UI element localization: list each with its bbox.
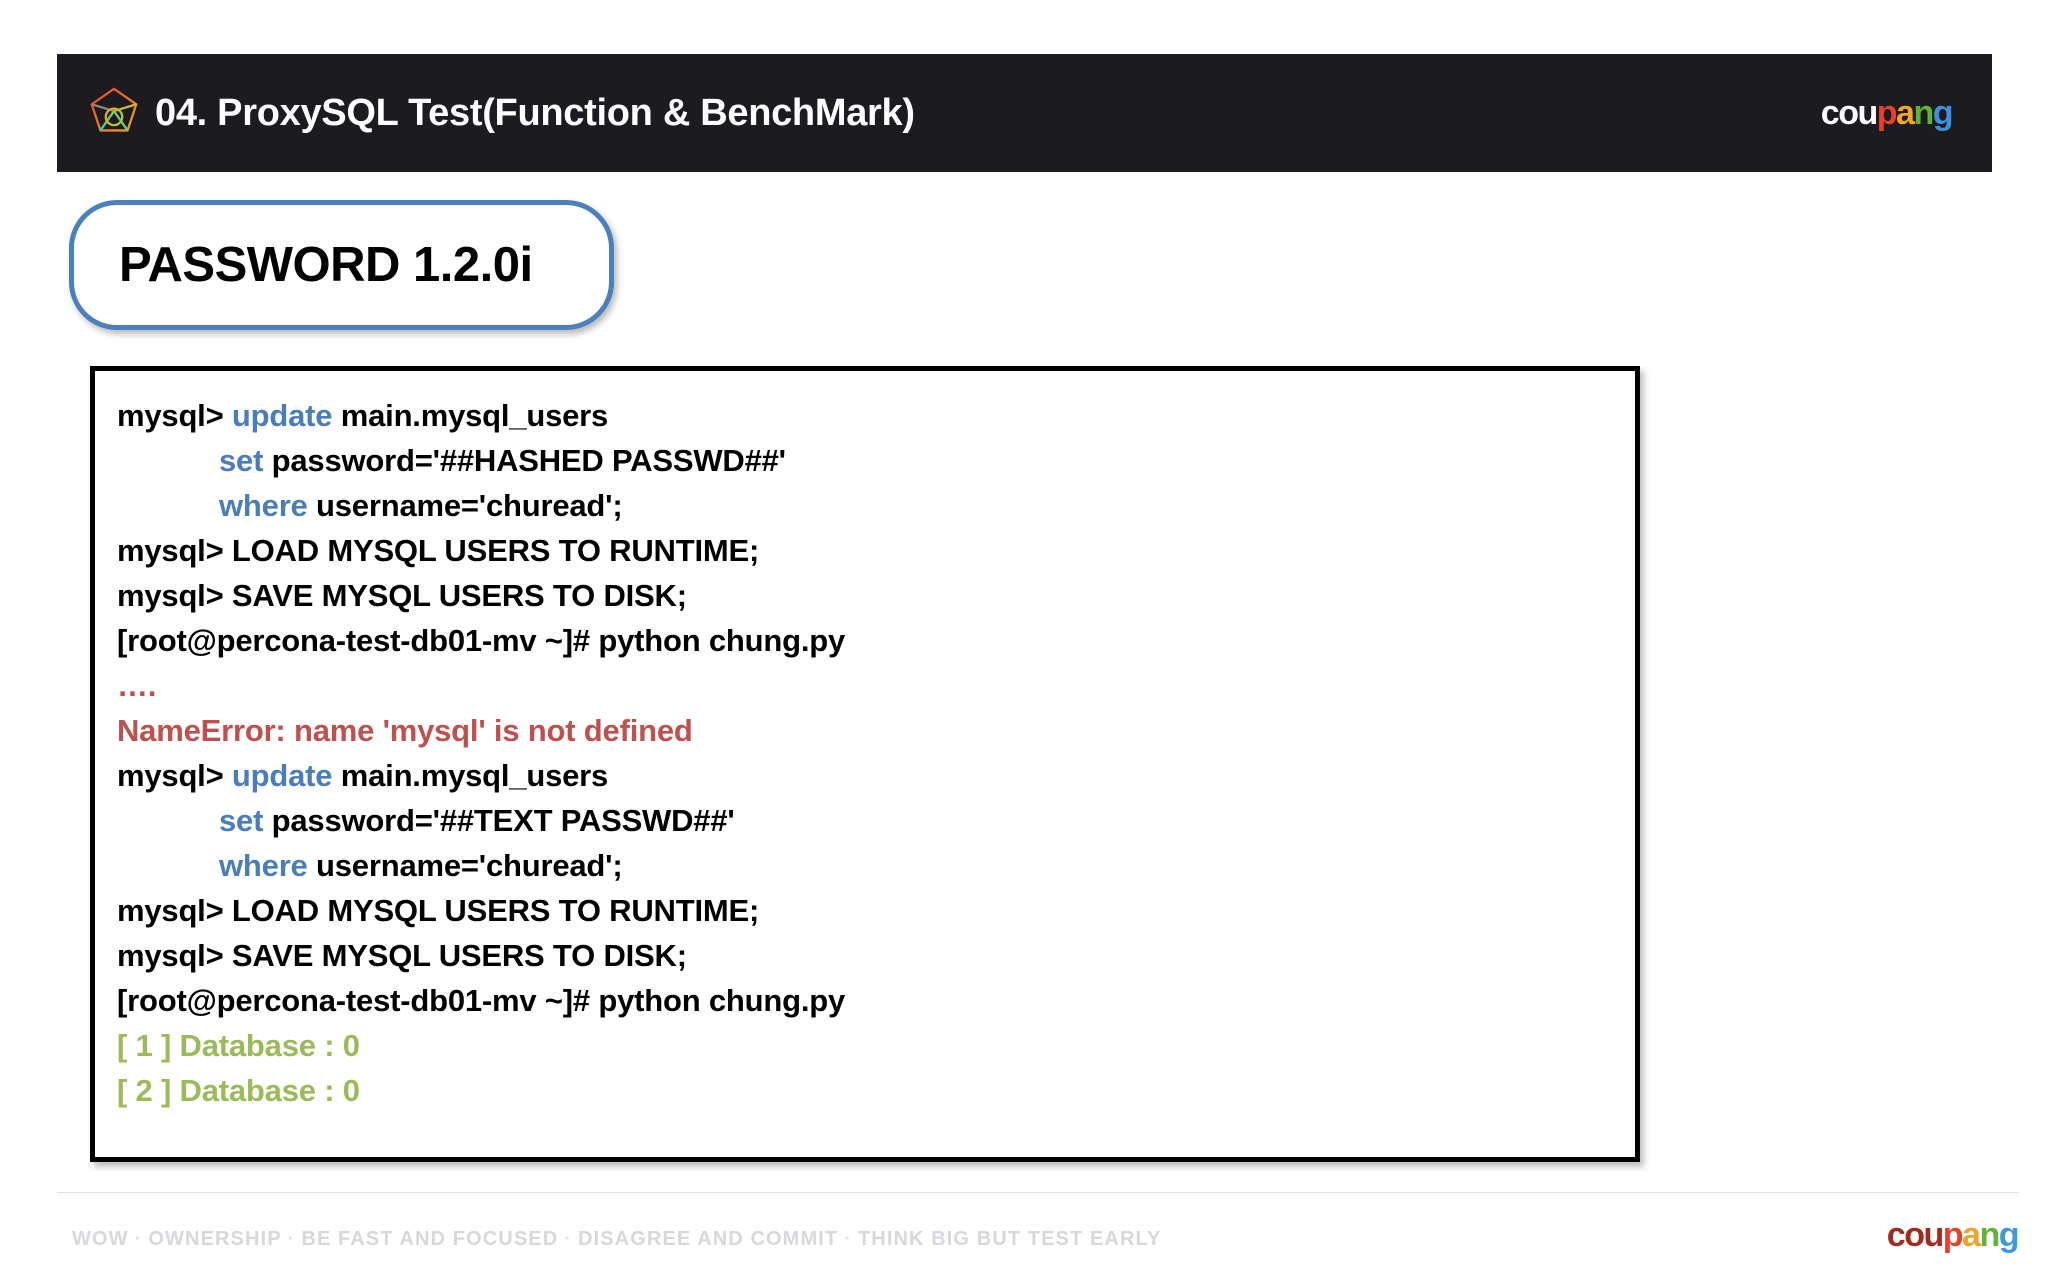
code-text: main.mysql_users [332, 758, 609, 793]
code-text: mysql> SAVE MYSQL USERS TO DISK; [117, 578, 687, 613]
footer-divider [57, 1192, 2019, 1193]
code-line: mysql> SAVE MYSQL USERS TO DISK; [117, 573, 1635, 618]
code-line: …. [117, 663, 1635, 708]
code-text: mysql> [117, 398, 232, 433]
coupang-header-part-2: a [1896, 94, 1915, 132]
footer-value-item: BE FAST AND FOCUSED [301, 1228, 559, 1250]
footer-values-text: WOW·OWNERSHIP·BE FAST AND FOCUSED·DISAGR… [72, 1228, 1161, 1251]
code-text: mysql> LOAD MYSQL USERS TO RUNTIME; [117, 533, 760, 568]
coupang-header-part-4: g [1932, 94, 1954, 132]
header-bar: 04. ProxySQL Test(Function & BenchMark) … [57, 54, 1992, 172]
code-text: password='##HASHED PASSWD##' [263, 443, 786, 478]
code-line: where username='churead'; [117, 843, 1635, 888]
sql-keyword: set [219, 803, 264, 838]
footer-value-item: WOW [72, 1228, 129, 1250]
code-line: set password='##HASHED PASSWD##' [117, 438, 1635, 483]
coupang-footer-part-1: p [1942, 1216, 1964, 1254]
code-text: NameError: name 'mysql' is not defined [117, 713, 693, 748]
code-line: mysql> SAVE MYSQL USERS TO DISK; [117, 933, 1635, 978]
coupang-logo-header: coupang [1820, 94, 1954, 132]
code-text: mysql> LOAD MYSQL USERS TO RUNTIME; [117, 893, 760, 928]
sql-keyword: where [219, 488, 308, 523]
footer-separator: · [564, 1228, 573, 1250]
code-line: mysql> LOAD MYSQL USERS TO RUNTIME; [117, 888, 1635, 933]
code-line: where username='churead'; [117, 483, 1635, 528]
code-line: mysql> LOAD MYSQL USERS TO RUNTIME; [117, 528, 1635, 573]
section-title-pill: PASSWORD 1.2.0i [69, 200, 614, 330]
code-text: username='churead'; [307, 488, 623, 523]
footer-value-item: THINK BIG BUT TEST EARLY [857, 1228, 1162, 1250]
section-title-label: PASSWORD 1.2.0i [119, 238, 533, 292]
code-line: [root@percona-test-db01-mv ~]# python ch… [117, 978, 1635, 1023]
code-text: username='churead'; [307, 848, 623, 883]
coupang-header-part-1: p [1876, 94, 1898, 132]
code-text: password='##TEXT PASSWD##' [263, 803, 735, 838]
code-line: NameError: name 'mysql' is not defined [117, 708, 1635, 753]
coupang-footer-part-2: a [1962, 1216, 1981, 1254]
coupang-footer-part-0: cou [1886, 1216, 1944, 1254]
code-text: main.mysql_users [332, 398, 609, 433]
code-text: [root@percona-test-db01-mv ~]# python ch… [117, 983, 846, 1018]
code-text: [root@percona-test-db01-mv ~]# python ch… [117, 623, 846, 658]
footer-value-item: DISAGREE AND COMMIT [578, 1228, 839, 1250]
code-line: mysql> update main.mysql_users [117, 753, 1635, 798]
coupang-logo-footer: coupang [1886, 1216, 2020, 1254]
footer-separator: · [134, 1228, 143, 1250]
code-line: [ 1 ] Database : 0 [117, 1023, 1635, 1068]
pentagon-gradient-logo-icon [90, 87, 138, 132]
code-text: [ 2 ] Database : 0 [117, 1073, 360, 1108]
footer-separator: · [844, 1228, 852, 1250]
footer-separator: · [287, 1228, 296, 1250]
coupang-footer-part-4: g [1998, 1216, 2020, 1254]
coupang-footer-part-3: n [1979, 1216, 2000, 1254]
code-text: mysql> SAVE MYSQL USERS TO DISK; [117, 938, 687, 973]
sql-keyword: update [231, 398, 333, 433]
sql-keyword: set [219, 443, 264, 478]
code-line: set password='##TEXT PASSWD##' [117, 798, 1635, 843]
code-text: …. [117, 668, 157, 703]
page-title: 04. ProxySQL Test(Function & BenchMark) [155, 91, 915, 134]
code-line: mysql> update main.mysql_users [117, 393, 1635, 438]
code-line: [ 2 ] Database : 0 [117, 1068, 1635, 1113]
code-line: [root@percona-test-db01-mv ~]# python ch… [117, 618, 1635, 663]
code-text: [ 1 ] Database : 0 [117, 1028, 360, 1063]
coupang-header-part-3: n [1913, 94, 1934, 132]
sql-keyword: update [231, 758, 333, 793]
code-text: mysql> [117, 758, 232, 793]
footer-value-item: OWNERSHIP [148, 1228, 282, 1250]
sql-keyword: where [219, 848, 308, 883]
coupang-header-part-0: cou [1820, 94, 1878, 132]
